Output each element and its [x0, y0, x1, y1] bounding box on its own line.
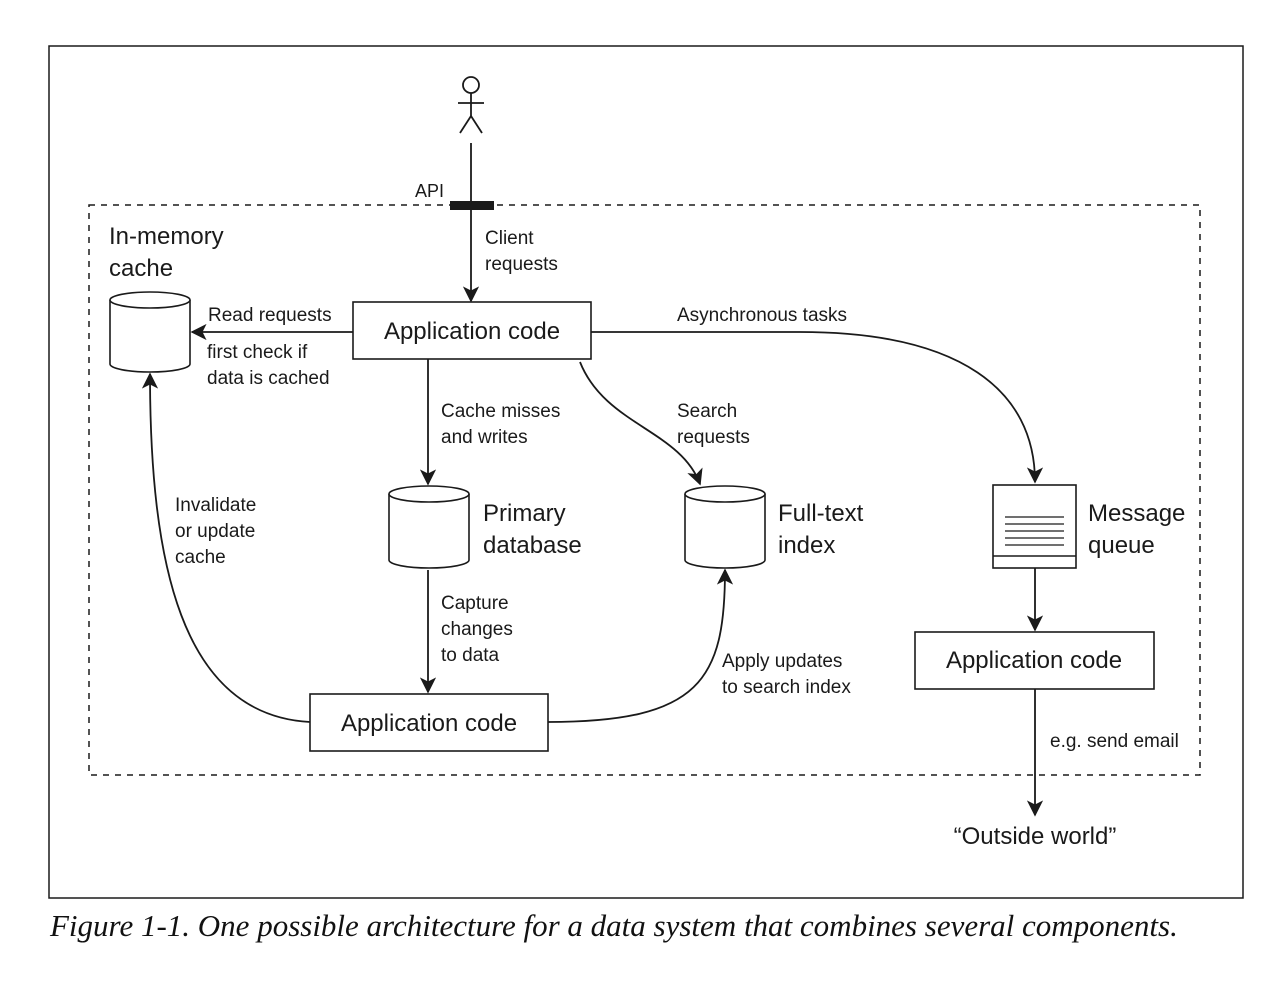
- asynchronous-tasks-arrow: [591, 331, 1044, 484]
- figure-caption: Figure 1-1. One possible architecture fo…: [50, 908, 1178, 943]
- figure-frame: [48, 45, 1244, 899]
- read-requests-label: Read requests: [208, 305, 332, 326]
- system-boundary: [88, 204, 1201, 776]
- full-text-index-label: Full-text index: [778, 500, 870, 559]
- outside-world-label: “Outside world”: [954, 823, 1117, 850]
- apply-updates-arrow: [547, 568, 734, 723]
- in-memory-cache-label: In-memory cache: [109, 223, 230, 282]
- application-code-box-bottom: [309, 693, 549, 752]
- application-code-top-label: Application code: [384, 318, 560, 345]
- primary-database-cylinder-icon: [388, 485, 470, 569]
- primary-database-label: Primary database: [483, 500, 582, 559]
- asynchronous-tasks-label: Asynchronous tasks: [677, 305, 847, 326]
- capture-changes-label: Capture changes to data: [441, 593, 518, 666]
- message-queue-label: Message queue: [1088, 500, 1192, 559]
- message-queue-icon: [992, 484, 1077, 569]
- api-label: API: [415, 181, 444, 201]
- application-code-box-top: [352, 301, 592, 360]
- search-requests-label: Search requests: [677, 401, 750, 448]
- user-icon: [458, 76, 484, 134]
- cache-cylinder-icon: [109, 291, 191, 373]
- send-email-label: e.g. send email: [1050, 731, 1179, 752]
- cache-misses-label: Cache misses and writes: [441, 401, 566, 448]
- apply-updates-label: Apply updates to search index: [722, 651, 851, 698]
- application-code-box-right: [914, 631, 1155, 690]
- invalidate-cache-label: Invalidate or update cache: [175, 495, 262, 568]
- first-check-label: first check if data is cached: [207, 342, 330, 389]
- invalidate-cache-arrow: [141, 372, 311, 723]
- client-requests-label: Client requests: [485, 228, 558, 275]
- full-text-index-cylinder-icon: [684, 485, 766, 569]
- application-code-right-label: Application code: [946, 647, 1122, 674]
- search-requests-arrow: [579, 361, 703, 486]
- api-gateway-bar: [450, 201, 494, 210]
- application-code-bottom-label: Application code: [341, 710, 517, 737]
